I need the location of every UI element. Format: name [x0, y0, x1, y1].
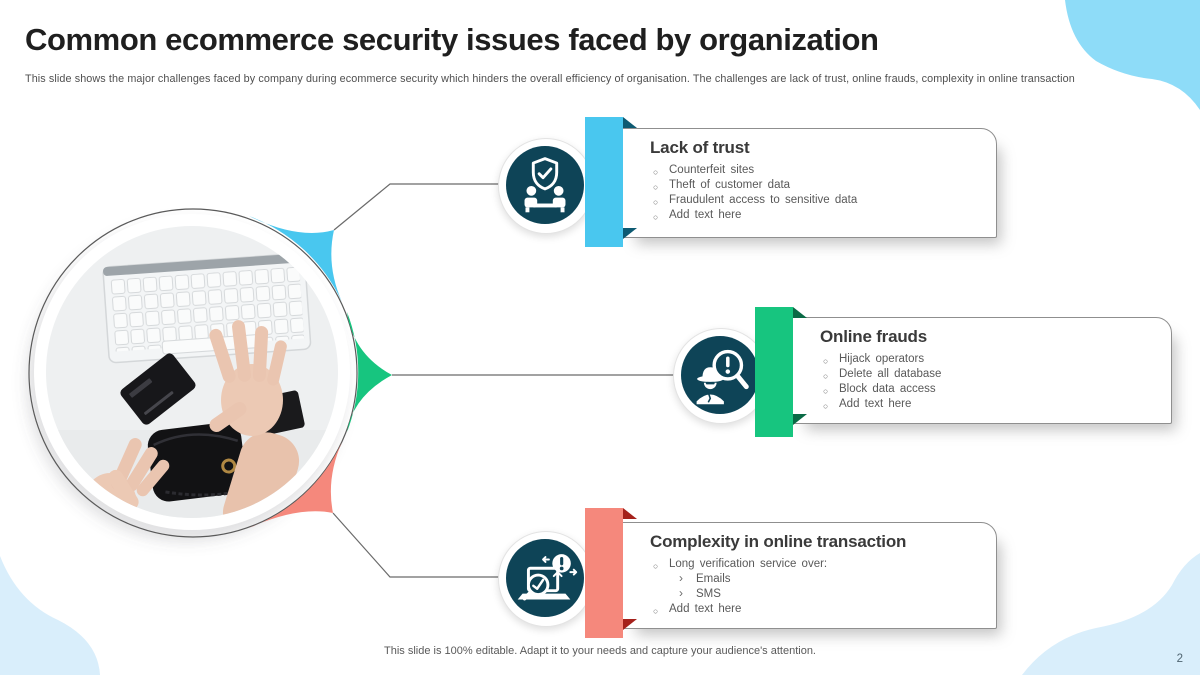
page-subtitle: This slide shows the major challenges fa… — [25, 73, 1075, 85]
ribbon-fold-top — [793, 307, 807, 318]
ribbon-fold-top — [623, 117, 637, 128]
icon-badge-lack-of-trust — [498, 138, 594, 234]
petal-complexity — [249, 442, 342, 528]
bullet-item: Counterfeit sites — [650, 163, 980, 180]
photo-outline-ring — [28, 208, 358, 538]
card-bullet-list: Hijack operatorsDelete all databaseBlock… — [820, 352, 1155, 414]
card-title: Lack of trust — [650, 138, 750, 157]
bullet-item: Hijack operators — [820, 352, 1155, 369]
page-number: 2 — [1176, 653, 1183, 665]
decorative-blob-bottom-right — [1022, 553, 1200, 675]
petal-lack-of-trust — [249, 216, 342, 302]
card-ribbon — [585, 117, 623, 247]
card-ribbon — [755, 307, 793, 437]
bullet-item: Emails — [650, 571, 980, 587]
connector-lines — [332, 183, 674, 578]
bullet-item: Add text here — [820, 397, 1155, 414]
bullet-item: Fraudulent access to sensitive data — [650, 193, 980, 210]
card-ribbon — [585, 508, 623, 638]
icon-badge-complexity — [498, 531, 594, 627]
card-bullet-list: Long verification service over:EmailsSMS… — [650, 557, 980, 619]
connector-line-lack-of-trust — [333, 183, 499, 231]
trust-people-shield-icon — [506, 146, 584, 224]
card-title: Online frauds — [820, 327, 927, 346]
card-bullet-list: Counterfeit sitesTheft of customer dataF… — [650, 163, 980, 225]
ribbon-fold-bottom — [793, 414, 807, 425]
photo-content — [46, 226, 338, 518]
bullet-item: Delete all database — [820, 367, 1155, 384]
bullet-item: Long verification service over: — [650, 557, 980, 574]
bullet-item: Block data access — [820, 382, 1155, 399]
bullet-item: Theft of customer data — [650, 178, 980, 195]
ribbon-fold-bottom — [623, 228, 637, 239]
footer-note: This slide is 100% editable. Adapt it to… — [384, 645, 816, 657]
ribbon-fold-bottom — [623, 619, 637, 630]
card-online-frauds: Online frauds Hijack operatorsDelete all… — [790, 317, 1172, 424]
fraud-spy-magnifier-icon — [681, 336, 759, 414]
icon-badge-online-frauds — [673, 328, 769, 424]
card-lack-of-trust: Lack of trust Counterfeit sitesTheft of … — [620, 128, 997, 238]
bullet-item: Add text here — [650, 602, 980, 619]
bullet-item: Add text here — [650, 208, 980, 225]
bullet-item: SMS — [650, 586, 980, 602]
complexity-laptop-verification-icon — [506, 539, 584, 617]
petal-online-frauds — [347, 312, 392, 432]
page-title: Common ecommerce security issues faced b… — [25, 22, 879, 57]
decorative-blob-top-right — [1065, 0, 1200, 110]
connector-line-complexity — [332, 512, 499, 578]
card-title: Complexity in online transaction — [650, 532, 907, 551]
decorative-blob-bottom-left — [0, 556, 100, 675]
card-complexity: Complexity in online transaction Long ve… — [620, 522, 997, 629]
ribbon-fold-top — [623, 508, 637, 519]
